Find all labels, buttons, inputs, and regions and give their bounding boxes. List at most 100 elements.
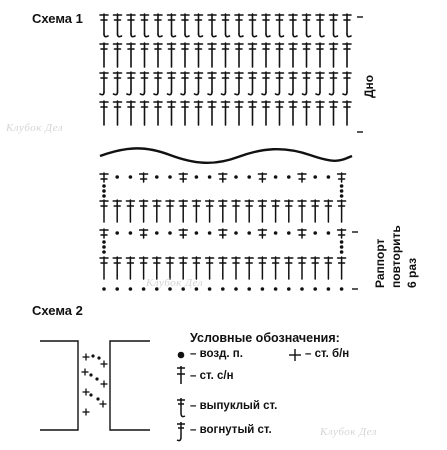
chain-dot-symbol: [339, 189, 344, 193]
back-post-dc-symbol: [274, 71, 285, 96]
double-crochet-symbol: [126, 100, 136, 126]
double-crochet-symbol: [165, 199, 175, 223]
legend-dc: – ст. с/н: [190, 370, 234, 382]
schema1-title: Схема 1: [32, 11, 83, 26]
back-post-dc-symbol: [166, 71, 177, 96]
front-post-dc-symbol: [220, 13, 231, 38]
double-crochet-symbol: [257, 172, 268, 183]
back-post-dc-symbol: [180, 71, 190, 96]
double-crochet-symbol: [297, 228, 307, 239]
double-crochet-symbol: [204, 256, 215, 280]
double-crochet-symbol: [178, 199, 188, 223]
front-post-dc-symbol: [166, 13, 177, 38]
chain-dot-symbol: [287, 175, 291, 179]
schema2-stitches: [81, 353, 108, 416]
double-crochet-symbol: [191, 256, 202, 280]
double-crochet-symbol: [270, 256, 281, 280]
bottom-section-grid: [99, 13, 352, 126]
chain-dot-symbol: [313, 287, 318, 291]
double-crochet-symbol: [191, 199, 202, 223]
double-crochet-symbol: [284, 199, 294, 223]
front-post-dc-symbol: [153, 13, 163, 38]
front-post-dc-symbol: [247, 13, 258, 38]
double-crochet-symbol: [220, 100, 231, 126]
front-post-dc-symbol: [315, 13, 325, 38]
chain-dot-symbol: [141, 287, 146, 291]
chain-dot-symbol: [128, 287, 133, 291]
chain-dot-symbol: [194, 231, 199, 235]
double-crochet-symbol: [297, 172, 307, 183]
legend-sc: – ст. б/н: [305, 348, 350, 360]
double-crochet-symbol: [218, 228, 228, 239]
double-crochet-symbol: [244, 256, 254, 280]
double-crochet-symbol: [270, 199, 281, 223]
double-crochet-symbol: [342, 42, 352, 68]
chain-dot-symbol: [91, 354, 95, 358]
front-post-dc-symbol: [112, 13, 123, 38]
chain-dot-symbol: [339, 240, 344, 244]
chain-dot-symbol: [326, 231, 331, 235]
double-crochet-symbol: [328, 42, 339, 68]
double-crochet-symbol: [310, 256, 320, 280]
back-post-dc-symbol: [193, 71, 204, 96]
chain-dot-symbol: [194, 287, 199, 291]
double-crochet-symbol: [112, 256, 122, 280]
double-crochet-symbol: [234, 100, 244, 126]
double-crochet-symbol: [261, 100, 271, 126]
front-post-dc-symbol: [126, 13, 136, 38]
front-post-dc-symbol: [207, 13, 217, 38]
back-post-dc-symbol: [153, 71, 163, 96]
chain-dot-symbol: [155, 287, 159, 291]
watermark-2: Клубок Дел: [146, 277, 204, 289]
back-post-dc-symbol: [315, 71, 325, 96]
front-post-dc-symbol: [301, 13, 312, 38]
double-crochet-symbol: [207, 42, 217, 68]
legend-chain: – возд. п.: [190, 348, 243, 360]
chain-dot-symbol: [221, 287, 225, 291]
double-crochet-symbol: [139, 42, 150, 68]
double-crochet-symbol: [138, 172, 149, 183]
double-crochet-symbol: [178, 172, 188, 183]
double-crochet-symbol: [315, 100, 325, 126]
chain-dot-symbol: [339, 250, 344, 254]
back-post-dc-symbol: [247, 71, 258, 96]
chain-dot-symbol: [313, 175, 318, 179]
double-crochet-symbol: [257, 228, 268, 239]
front-post-dc-symbol: [180, 13, 190, 38]
double-crochet-symbol: [193, 42, 204, 68]
double-crochet-symbol: [261, 42, 271, 68]
legend-bpdc: – вогнутый ст.: [190, 424, 272, 436]
double-crochet-symbol: [112, 199, 122, 223]
chain-dot-symbol: [313, 231, 318, 235]
chain-dot-symbol: [155, 175, 159, 179]
single-crochet-icon: [289, 349, 301, 361]
legend-fpdc: – выпуклый ст.: [190, 400, 278, 412]
double-crochet-symbol: [99, 199, 109, 223]
front-post-dc-symbol: [193, 13, 204, 38]
chain-dot-symbol: [128, 175, 133, 179]
chain-dot-symbol: [102, 245, 106, 249]
double-crochet-symbol: [126, 42, 136, 68]
chain-dot-symbol: [168, 287, 172, 291]
double-crochet-symbol: [234, 42, 244, 68]
front-post-dc-symbol: [139, 13, 150, 38]
chain-dot-symbol: [115, 287, 119, 291]
chain-dot-symbol: [102, 240, 106, 244]
repeat-label: Раппорт повторить 6 раз: [372, 178, 420, 288]
chain-dot-symbol: [339, 184, 344, 188]
double-crochet-symbol: [274, 100, 285, 126]
double-crochet-symbol: [165, 256, 175, 280]
chain-dot-symbol: [247, 175, 251, 179]
double-crochet-symbol: [288, 100, 298, 126]
double-crochet-symbol: [138, 199, 149, 223]
double-crochet-symbol: [301, 42, 312, 68]
chain-dot-symbol: [102, 250, 106, 254]
chain-dot-symbol: [300, 287, 304, 291]
double-crochet-symbol: [125, 199, 136, 223]
repeat-label-line3: 6 раз: [405, 257, 419, 288]
chain-dot-symbol: [89, 373, 93, 377]
front-post-dc-symbol: [274, 13, 285, 38]
double-crochet-symbol: [247, 100, 258, 126]
chain-dot-symbol: [339, 194, 344, 198]
